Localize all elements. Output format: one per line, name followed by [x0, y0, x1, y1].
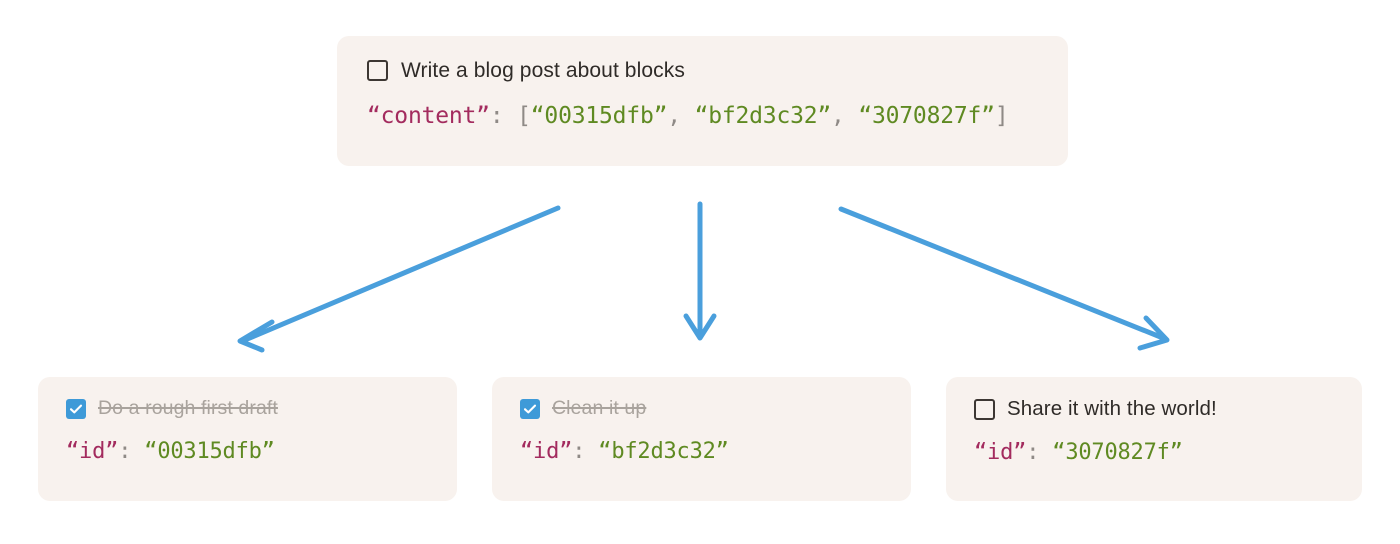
json-key: “id” — [974, 440, 1027, 465]
child-task-card[interactable]: Do a rough first draft “id”: “00315dfb” — [38, 377, 457, 501]
arrow-to-second-child — [683, 201, 717, 341]
arrow-to-first-child — [237, 205, 561, 353]
json-close-bracket: ] — [994, 103, 1009, 129]
child-json-line: “id”: “3070827f” — [974, 442, 1334, 464]
json-colon: : — [1026, 440, 1040, 465]
checkbox-checked-icon[interactable] — [520, 399, 540, 419]
json-key: “content” — [367, 103, 490, 129]
child-task-label: Clean it up — [552, 397, 647, 420]
json-separator-1: , — [667, 103, 695, 129]
json-value: “3070827f” — [1052, 440, 1183, 465]
json-value-2: “bf2d3c32” — [694, 103, 832, 129]
child-json-line: “id”: “bf2d3c32” — [520, 441, 883, 463]
json-colon: : — [572, 439, 586, 464]
json-value: “00315dfb” — [144, 439, 275, 464]
child-task-card[interactable]: Clean it up “id”: “bf2d3c32” — [492, 377, 911, 501]
json-separator-2: , — [831, 103, 859, 129]
json-key: “id” — [66, 439, 119, 464]
json-open-bracket: [ — [503, 103, 531, 129]
root-json-line: “content”: [“00315dfb”, “bf2d3c32”, “307… — [367, 105, 1038, 128]
json-value-1: “00315dfb” — [530, 103, 668, 129]
json-colon: : — [489, 103, 504, 129]
child-task-row: Do a rough first draft — [66, 399, 429, 419]
checkbox-checked-icon[interactable] — [66, 399, 86, 419]
json-value: “bf2d3c32” — [598, 439, 729, 464]
child-task-row: Share it with the world! — [974, 399, 1334, 420]
child-task-row: Clean it up — [520, 399, 883, 419]
root-task-card[interactable]: Write a blog post about blocks “content”… — [337, 36, 1068, 166]
arrow-to-third-child — [838, 206, 1170, 351]
checkbox-empty-icon[interactable] — [974, 399, 995, 420]
json-colon: : — [118, 439, 132, 464]
child-task-card[interactable]: Share it with the world! “id”: “3070827f… — [946, 377, 1362, 501]
root-task-label: Write a blog post about blocks — [401, 59, 685, 82]
json-value-3: “3070827f” — [858, 103, 995, 129]
root-task-row: Write a blog post about blocks — [367, 60, 1038, 81]
child-task-label: Do a rough first draft — [98, 397, 278, 420]
json-key: “id” — [520, 439, 573, 464]
child-task-label: Share it with the world! — [1007, 397, 1217, 421]
child-json-line: “id”: “00315dfb” — [66, 441, 429, 463]
checkbox-empty-icon[interactable] — [367, 60, 388, 81]
